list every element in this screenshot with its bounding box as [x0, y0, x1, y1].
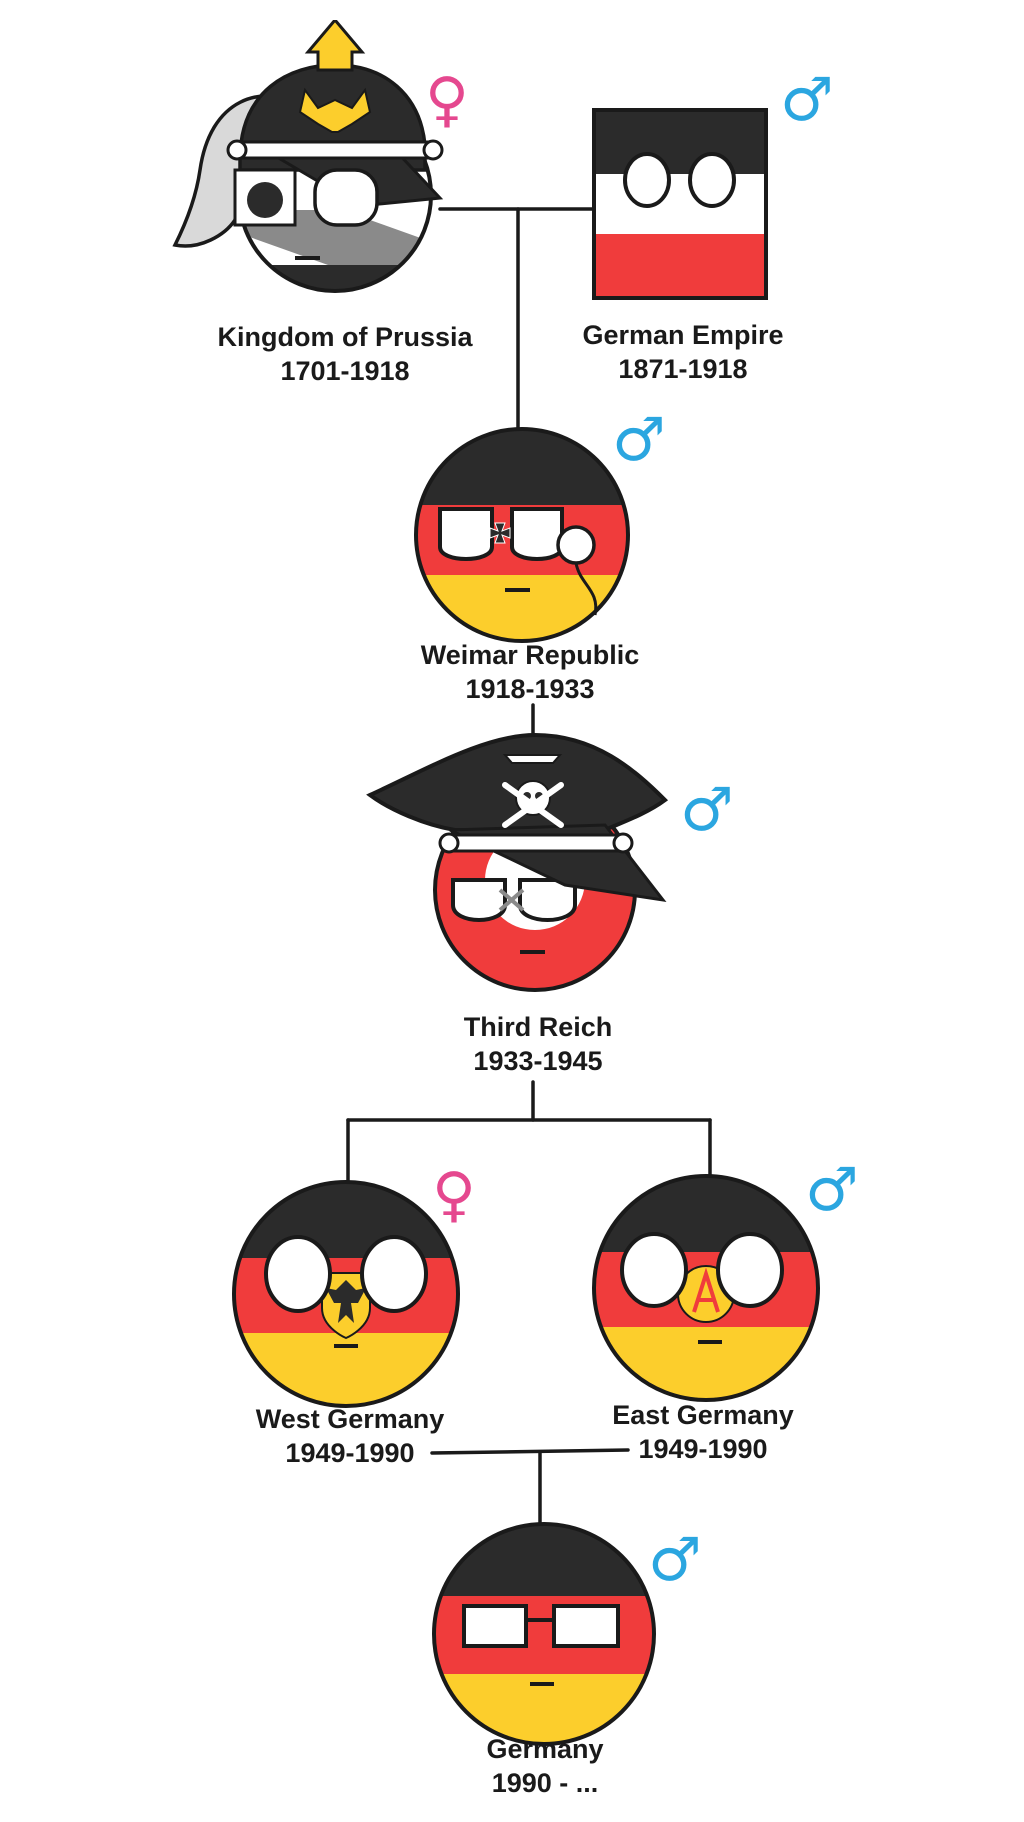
years-empire: 1871-1918 [618, 354, 748, 384]
glasses-left-lens [462, 1604, 528, 1648]
male-symbol-germany: ♂ [648, 1525, 702, 1595]
name-west: West Germany [255, 1404, 445, 1434]
years-east: 1949-1990 [638, 1434, 768, 1464]
helmet-eagle-emblem [298, 87, 372, 133]
officer-cap [366, 732, 669, 832]
years-prussia: 1701-1918 [280, 356, 410, 386]
west-germany-ball [232, 1180, 460, 1408]
label-empire: German Empire 1871-1918 [582, 318, 783, 386]
prussia-ball [172, 20, 444, 293]
weimar-ball [414, 427, 630, 643]
skull-emblem [515, 780, 551, 816]
helmet-spike [304, 20, 366, 72]
glasses-right-lens [552, 1604, 620, 1648]
female-symbol-prussia: ♀ [425, 65, 469, 135]
empire-flag-block [592, 108, 768, 300]
reich-ball [366, 732, 669, 992]
label-reich: Third Reich 1933-1945 [464, 1010, 613, 1078]
marriage-line-west-east [430, 1448, 630, 1455]
male-symbol-weimar: ♂ [612, 405, 666, 475]
male-symbol-reich: ♂ [680, 775, 734, 845]
name-empire: German Empire [582, 320, 784, 350]
name-east: East Germany [612, 1400, 794, 1430]
label-weimar: Weimar Republic 1918-1933 [421, 638, 640, 706]
label-west: West Germany 1949-1990 [256, 1402, 445, 1470]
years-germany: 1990 - ... [491, 1768, 599, 1798]
years-reich: 1933-1945 [473, 1046, 603, 1076]
name-germany: Germany [486, 1734, 604, 1764]
label-east: East Germany 1949-1990 [612, 1398, 794, 1466]
years-weimar: 1918-1933 [465, 674, 595, 704]
name-weimar: Weimar Republic [420, 640, 640, 670]
label-germany: Germany 1990 - ... [486, 1732, 603, 1800]
iron-cross-emblem [489, 522, 511, 544]
east-germany-ball [592, 1174, 820, 1402]
male-symbol-empire: ♂ [780, 65, 834, 135]
label-prussia: Kingdom of Prussia 1701-1918 [217, 320, 472, 388]
cap-eagle-emblem [502, 754, 563, 764]
name-reich: Third Reich [463, 1012, 613, 1042]
male-symbol-east: ♂ [805, 1155, 859, 1225]
years-west: 1949-1990 [285, 1438, 415, 1468]
name-prussia: Kingdom of Prussia [217, 322, 473, 352]
female-symbol-west: ♀ [432, 1160, 476, 1230]
germany-ball [432, 1522, 656, 1746]
